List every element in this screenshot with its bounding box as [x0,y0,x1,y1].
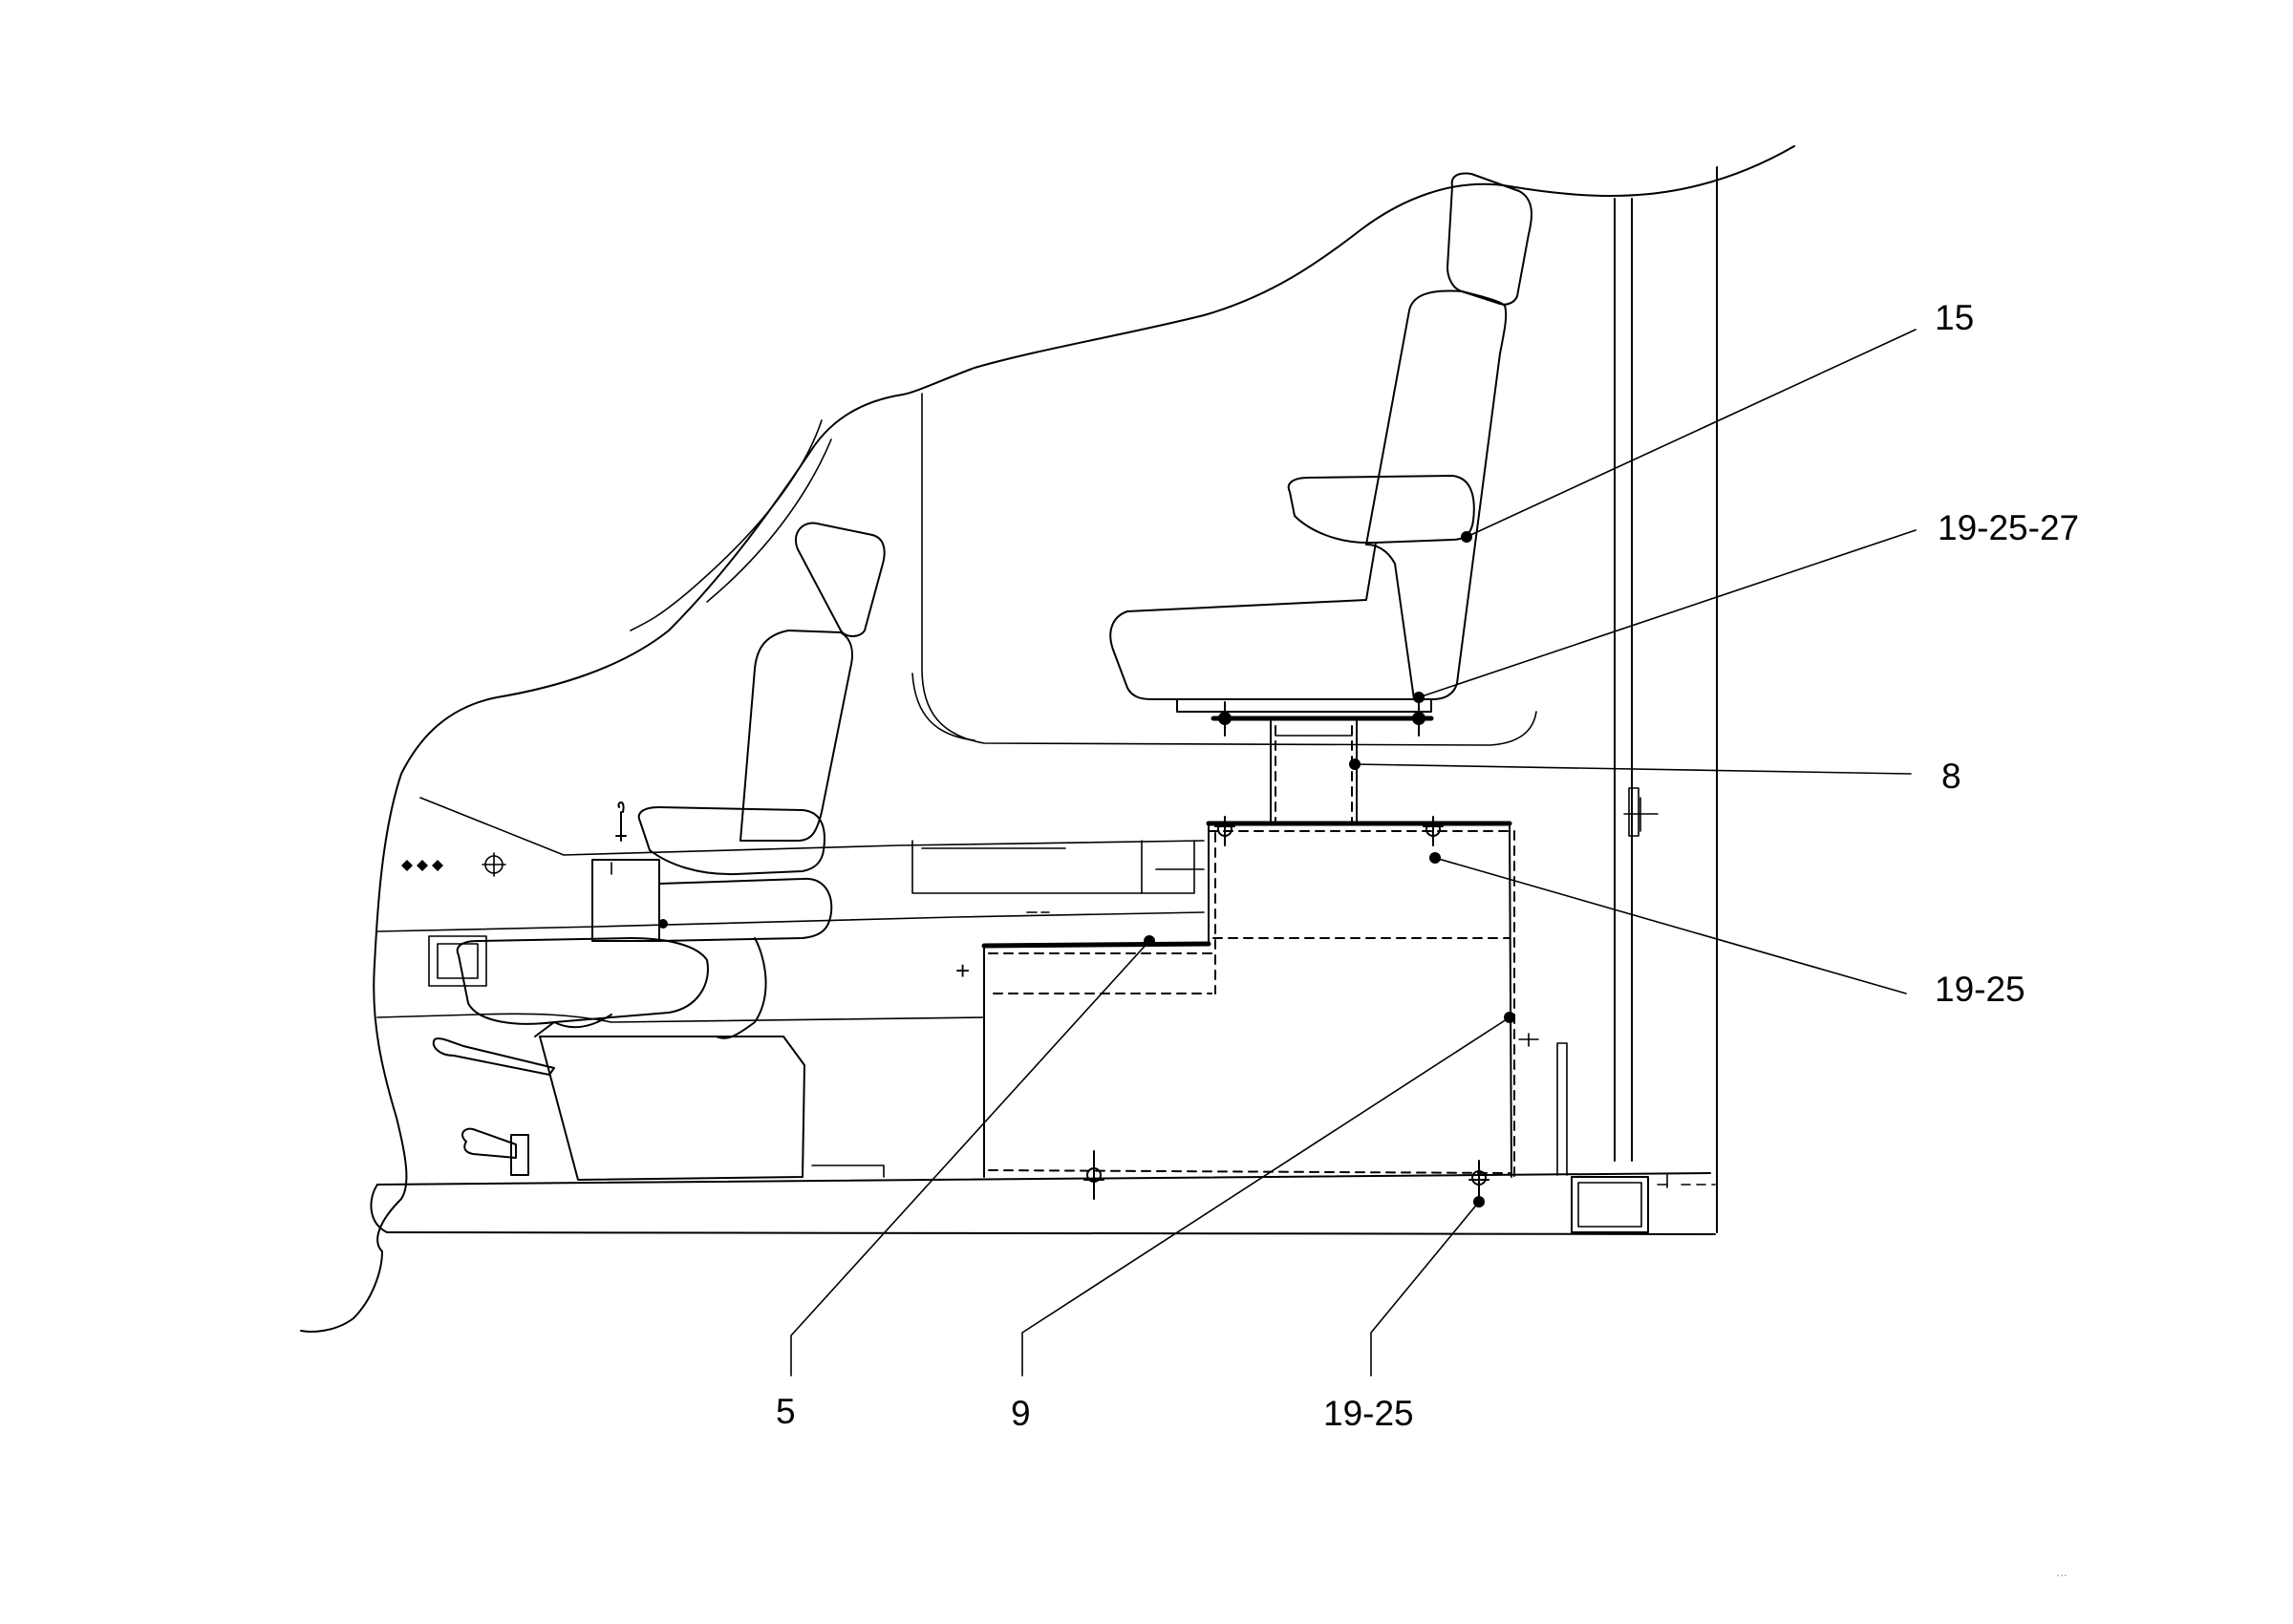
callouts: 15 19-25-27 8 19-25 5 9 19-25 [776,298,2079,1433]
footer-mark: ... [2056,1564,2068,1579]
leader-dot-19-25-bottom [1473,1196,1485,1207]
passenger-seat [1109,172,1532,713]
callout-8: 8 [1941,757,1961,796]
leader-dot-5 [1144,935,1155,947]
leader-dot-9 [1504,1012,1515,1023]
box-bolts [1083,816,1489,1200]
callout-19-25-27: 19-25-27 [1938,508,2079,547]
seat-base-box [981,787,1659,1178]
callout-9: 9 [1011,1394,1031,1433]
cabin-outline [300,145,1795,1333]
callout-5: 5 [776,1392,796,1431]
driver-seat [456,522,886,1181]
callout-19-25-bottom: 19-25 [1323,1394,1414,1433]
leader-dot-15 [1461,531,1472,543]
seat-column [1211,716,1434,824]
svg-text:+: + [955,956,970,985]
leader-lines [790,329,1917,1377]
leader-dot-8 [1349,759,1361,770]
callout-19-25-right: 19-25 [1935,970,2025,1009]
leader-dot-19-25-right [1429,852,1441,864]
seat-bolts [1214,701,1429,737]
driver-console: + [376,797,1205,1176]
leader-dot-19-25-27 [1413,692,1425,703]
cab-floor [370,1172,1716,1235]
callout-15: 15 [1935,298,1974,337]
